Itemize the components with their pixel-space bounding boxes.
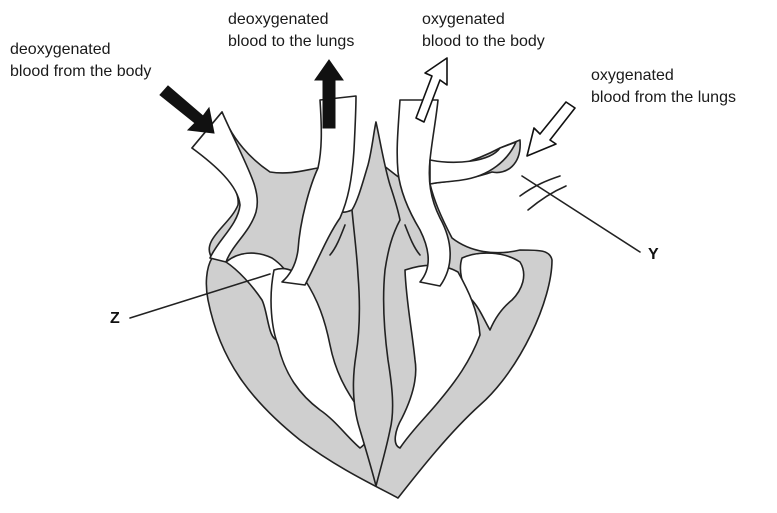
label-oxy-to-body-line2: blood to the body (422, 32, 545, 52)
label-oxy-from-lungs-line1: oxygenated (591, 66, 674, 86)
pointer-label-z: Z (110, 310, 120, 328)
pointer-line-y (522, 176, 640, 252)
label-oxy-from-lungs-line2: blood from the lungs (591, 88, 736, 108)
pointer-label-y: Y (648, 246, 659, 264)
label-deoxy-from-body-line1: deoxygenated (10, 40, 111, 60)
arrow-from-lungs (527, 102, 575, 156)
label-oxy-to-body-line1: oxygenated (422, 10, 505, 30)
arrow-from-body (160, 86, 214, 133)
label-deoxy-from-body-line2: blood from the body (10, 62, 151, 82)
label-deoxy-to-lungs-line1: deoxygenated (228, 10, 329, 30)
pulmonary-vein-entry (528, 186, 566, 210)
label-deoxy-to-lungs-line2: blood to the lungs (228, 32, 354, 52)
